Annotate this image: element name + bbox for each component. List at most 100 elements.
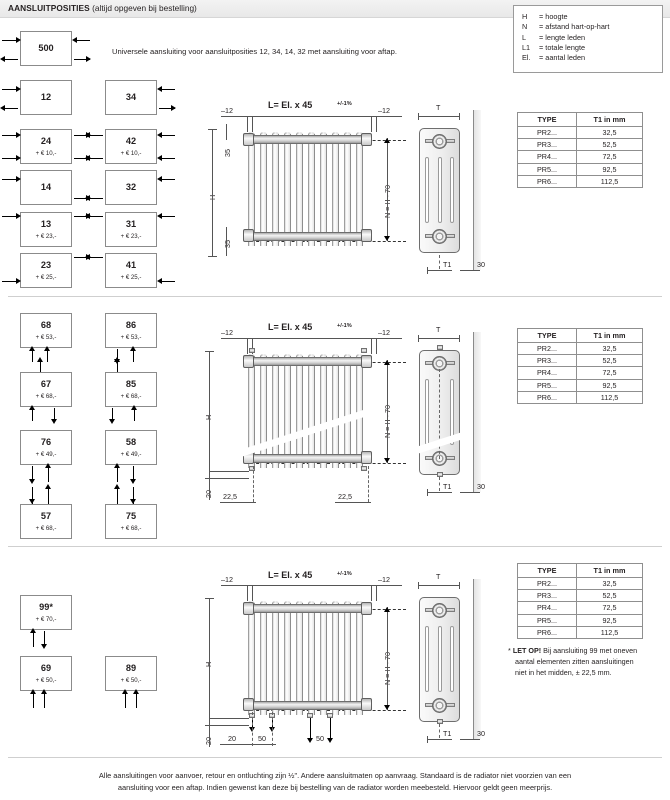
position-box-42[interactable]: 42 + € 10,- [105,129,157,164]
length-dimension-label: L= El. x 45 [268,570,313,580]
position-surcharge: + € 68,- [35,525,57,532]
dim-tick [418,582,419,589]
cell-t1: 92,5 [576,613,643,627]
arrow-head-left-icon [85,155,90,161]
tap-centerline [272,712,273,746]
arrow-head-right-icon [16,132,21,138]
depth-label: T [436,325,441,334]
position-box-31[interactable]: 31 + € 23,- [105,212,157,247]
position-box-23[interactable]: 23 + € 25,- [20,253,72,288]
dim-line [209,598,210,725]
arrow-line [74,135,90,136]
radiator-side-view [419,597,460,724]
position-box-41[interactable]: 41 + € 25,- [105,253,157,288]
position-box-58[interactable]: 58 + € 49,- [105,430,157,465]
position-surcharge: + € 10,- [35,150,57,157]
arrow-line [310,718,311,740]
position-box-75[interactable]: 75 + € 68,- [105,504,157,539]
type-table-2: TYPE T1 in mm PR2... 32,5 PR3... 52,5 PR… [517,328,643,404]
position-code: 41 [125,260,137,270]
dim-tick [208,129,217,130]
ext-line [252,338,253,354]
position-surcharge: + € 70,- [35,616,57,623]
position-code: 69 [40,663,52,673]
cell-type: PR2... [517,341,577,356]
cell-t1: 72,5 [576,366,643,380]
position-box-24[interactable]: 24 + € 10,- [20,129,72,164]
cell-t1: 52,5 [576,354,643,368]
cell-type: PR2... [517,576,577,591]
position-box-32[interactable]: 32 [105,170,157,205]
position-box-13[interactable]: 13 + € 23,- [20,212,72,247]
dim-line [220,502,256,503]
position-box-67[interactable]: 67 + € 68,- [20,372,72,407]
dim-tick [418,113,419,120]
ext-line [371,116,372,132]
position-box-99[interactable]: 99* + € 70,- [20,595,72,630]
wall-hatch [473,579,481,739]
legend-box: H = hoogte N = afstand hart-op-hart L = … [513,5,663,73]
position-box-69[interactable]: 69 + € 50,- [20,656,72,691]
dim-line [247,116,377,117]
position-box-89[interactable]: 89 + € 50,- [105,656,157,691]
cell-t1: 32,5 [576,341,643,356]
position-box-14[interactable]: 14 [20,170,72,205]
position-box-34[interactable]: 34 [105,80,157,115]
cell-type: PR5... [517,613,577,627]
table-row: PR6... 112,5 [517,390,643,404]
section-header-bar [0,0,670,18]
arrow-line [133,349,134,362]
ext-line [247,338,248,354]
dim-line [212,129,213,256]
position-box-68[interactable]: 68 + € 53,- [20,313,72,348]
arrow-line [2,281,18,282]
legend-key: N [522,22,528,32]
arrow-line [87,257,103,258]
ext-line [252,116,253,132]
arrow-line [133,487,134,504]
page-title-subtitle: (altijd opgeven bij bestelling) [92,3,197,13]
position-box-86[interactable]: 86 + € 53,- [105,313,157,348]
arrow-head-up-icon [41,689,47,694]
table-header-row: TYPE T1 in mm [517,563,643,578]
arrow-line [2,59,18,60]
position-code: 12 [40,92,52,102]
table-row: PR6... 112,5 [517,174,643,188]
position-code: 89 [125,663,137,673]
arrow-head-down-icon [384,236,390,241]
dim-line [335,502,371,503]
cell-t1: 92,5 [576,378,643,392]
cell-type: PR6... [517,390,577,404]
tap-offset-left-label: 22,5 [223,492,237,501]
arrow-line [87,135,103,136]
position-box-76[interactable]: 76 + € 49,- [20,430,72,465]
dim-line [209,725,210,747]
t1-label: T1 [443,260,452,269]
type-table-1: TYPE T1 in mm PR2... 32,5 PR3... 52,5 PR… [517,112,643,188]
table-row: PR5... 92,5 [517,613,643,627]
arrow-line [40,360,41,372]
arrow-head-down-icon [29,499,35,504]
position-box-12[interactable]: 12 [20,80,72,115]
cell-t1: 32,5 [576,576,643,591]
arrow-line [74,158,90,159]
offset-right-label: –12 [378,328,390,337]
position-box-500[interactable]: 500 [20,31,72,66]
position-box-57[interactable]: 57 + € 68,- [20,504,72,539]
dim-tick [418,335,419,342]
legend-desc-text: lengte leden [545,32,586,42]
ext-line [376,585,377,601]
arrow-head-left-icon [85,213,90,219]
position-surcharge: + € 10,- [120,150,142,157]
arrow-head-up-icon [45,463,51,468]
position-box-85[interactable]: 85 + € 68,- [105,372,157,407]
cell-t1: 72,5 [576,601,643,615]
dim-line [226,227,227,256]
arrow-head-up-icon [122,689,128,694]
length-dimension-label: L= El. x 45 [268,100,313,110]
radiator-side-view [419,128,460,253]
tap-offset-right-label: 22,5 [338,492,352,501]
cell-t1: 112,5 [576,390,643,404]
position-code: 99* [39,602,53,612]
page-title: AANSLUITPOSITIES (altijd opgeven bij bes… [8,3,197,13]
